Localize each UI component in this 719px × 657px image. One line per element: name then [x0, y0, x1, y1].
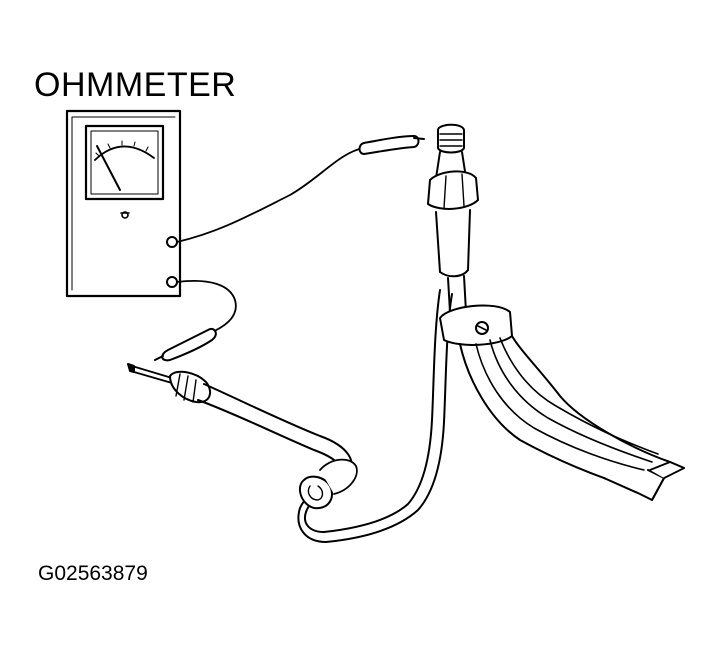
sensor-body-tube [435, 209, 471, 278]
harness-loop-connector [298, 475, 333, 510]
bracket-bolt-slot [477, 325, 487, 331]
test-lead-upper [176, 135, 425, 243]
lower-lead-wire [176, 280, 237, 335]
sensor-top-terminal-ribs [439, 133, 463, 147]
meter-dial-inner [90, 130, 159, 195]
harness-loop-ring [307, 485, 324, 501]
sensor-hex-body [427, 170, 479, 210]
bracket-arm-channel-2 [489, 339, 653, 463]
bracket-end-flange [649, 461, 685, 479]
meter-title: OHMMETER [34, 66, 237, 104]
probe-harness [127, 289, 453, 543]
meter-scale-ticks [95, 140, 149, 157]
meter-terminal-lower [166, 276, 178, 288]
harness-cable-outer [203, 289, 441, 533]
sensor-assembly [427, 123, 479, 313]
test-lead-lower [154, 280, 237, 362]
bracket-arm-channel-1 [475, 343, 645, 471]
upper-lead-wire [176, 147, 365, 243]
harness-bend-block [319, 458, 358, 495]
ohmmeter [65, 109, 182, 298]
bracket-end-tab [603, 469, 665, 501]
probe-pin [131, 365, 173, 384]
meter-needle [96, 145, 121, 191]
meter-zero-screw [121, 211, 129, 219]
mounting-bracket [439, 304, 685, 501]
harness-cable-inner [197, 293, 453, 543]
lower-lead-clip [161, 328, 217, 362]
probe-pin-tip [127, 363, 135, 373]
meter-dial-window [84, 124, 165, 201]
probe-connector-ribs [175, 373, 197, 403]
ohmmeter-case-shade [71, 116, 176, 291]
bracket-arm-channel-3 [499, 337, 659, 455]
sensor-top-terminal [437, 123, 465, 154]
meter-scale-arc [94, 145, 155, 161]
probe-connector-boot [169, 370, 212, 404]
upper-lead-clip-tip [413, 137, 425, 140]
figure-code: G02563879 [38, 562, 148, 585]
meter-terminal-upper [166, 236, 178, 248]
sensor-hex-edges [443, 173, 465, 209]
lower-lead-clip-tip [154, 355, 164, 361]
upper-lead-clip [358, 135, 420, 155]
